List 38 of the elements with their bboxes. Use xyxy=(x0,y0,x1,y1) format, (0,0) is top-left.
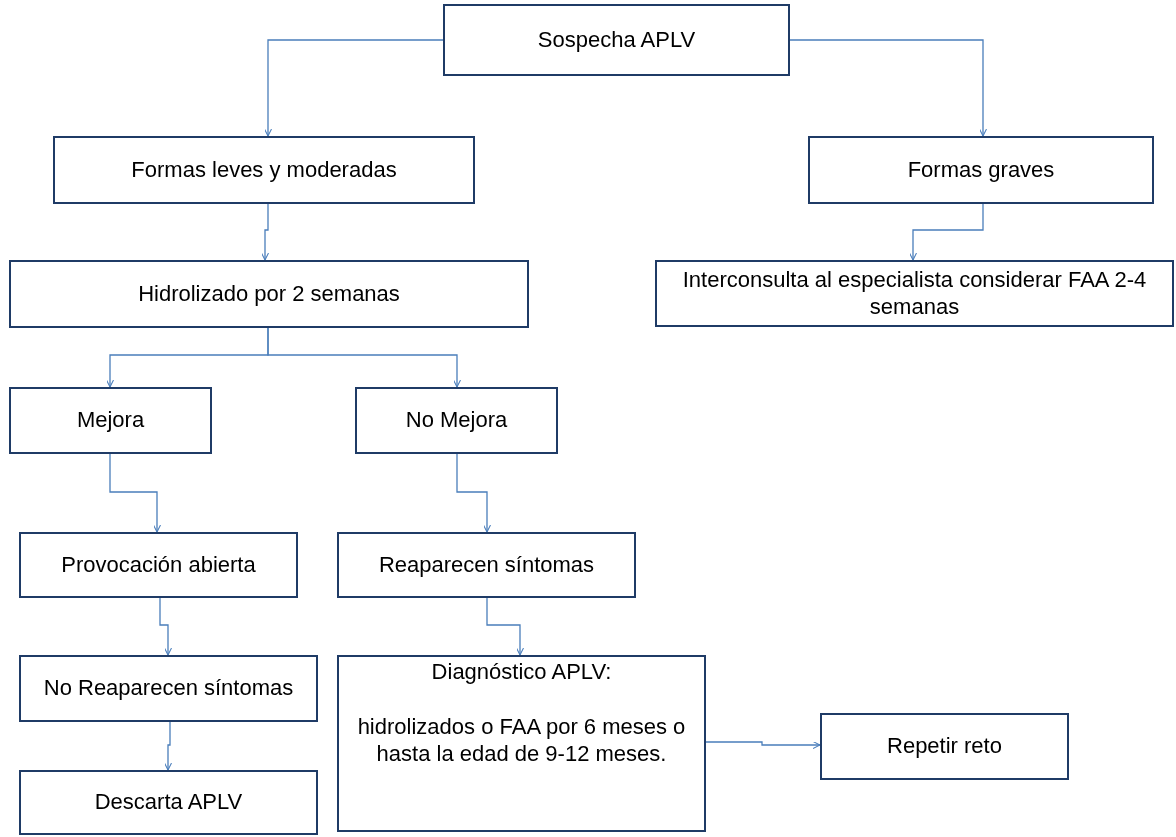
box-text: No Reaparecen síntomas xyxy=(43,675,294,702)
box-text: Sospecha APLV xyxy=(537,26,696,54)
connector-arrow xyxy=(456,453,492,533)
connector-arrow xyxy=(486,597,525,656)
connector-arrow xyxy=(705,741,821,750)
connector-arrow xyxy=(267,327,462,388)
box-text: No Mejora xyxy=(405,407,508,434)
box-text: hidrolizados o FAA por 6 meses o hasta la edad de 9-12 meses. xyxy=(356,713,687,768)
connector-arrow xyxy=(909,203,984,261)
box-text: Formas leves y moderadas xyxy=(131,156,397,184)
process-box xyxy=(820,713,1069,780)
process-box xyxy=(443,4,790,76)
process-box xyxy=(9,387,212,454)
box-text: Interconsulta al especialista considerar FAA 2-4 semanas xyxy=(681,266,1148,321)
process-box xyxy=(337,655,706,832)
connector-arrow xyxy=(164,721,173,771)
process-box xyxy=(355,387,558,454)
box-text: Mejora xyxy=(76,407,145,434)
box-text: Repetir reto xyxy=(887,733,1002,760)
connector-arrow xyxy=(264,39,444,137)
process-box xyxy=(337,532,636,598)
box-text: Hidrolizado por 2 semanas xyxy=(138,280,400,308)
process-box xyxy=(19,532,298,598)
connector-arrow xyxy=(789,39,988,137)
process-box xyxy=(53,136,475,204)
process-box xyxy=(9,260,529,328)
process-box xyxy=(19,770,318,835)
box-text: Reaparecen síntomas xyxy=(378,551,595,579)
connector-arrow xyxy=(109,453,162,533)
connector-arrow xyxy=(159,597,173,656)
box-text: Diagnóstico APLV: xyxy=(431,659,612,686)
box-text: Formas graves xyxy=(907,156,1055,184)
process-box xyxy=(19,655,318,722)
box-text: Descarta APLV xyxy=(94,789,243,816)
connector-arrow xyxy=(261,203,269,261)
process-box xyxy=(655,260,1174,327)
box-text: Provocación abierta xyxy=(61,551,256,579)
process-box xyxy=(808,136,1154,204)
